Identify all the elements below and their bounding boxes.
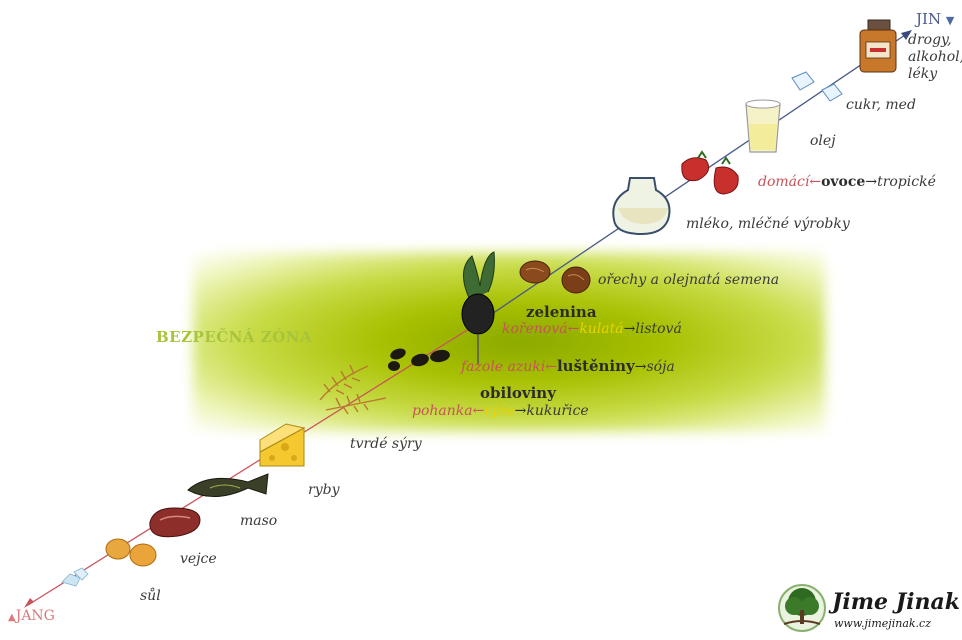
veg-root: kořenová <box>502 321 568 337</box>
grain-icon <box>319 364 387 415</box>
jime-jinak-logo <box>778 584 826 632</box>
jin-triangle-icon: ▼ <box>945 14 955 27</box>
legumes-main: luštěniny <box>556 357 635 375</box>
dairy-label: mléko, mléčné výrobky <box>686 216 850 232</box>
strawberry-icon <box>681 150 739 195</box>
yang-arrowhead <box>24 598 34 608</box>
veg-leafy: listová <box>635 321 682 337</box>
logo-url[interactable]: www.jimejinak.cz <box>834 617 931 630</box>
cheese-label: tvrdé sýry <box>350 436 422 452</box>
veg-arrow-left: ← <box>567 321 580 337</box>
jang-label-text: JANG <box>15 608 55 624</box>
legumes-azuki: fazole azuki <box>461 359 546 375</box>
salt-label: sůl <box>140 588 161 604</box>
vegetables-title: zelenina <box>526 303 597 321</box>
salt-icon <box>61 567 89 587</box>
vegetables-label: kořenová←kulatá→listová <box>502 321 682 337</box>
milk-icon <box>612 177 671 236</box>
fruit-arrow-right: → <box>865 174 878 190</box>
fruit-domestic: domácí <box>758 174 810 190</box>
cheese-icon <box>259 423 306 467</box>
grains-title: obiloviny <box>480 384 556 402</box>
grains-arrow-right: → <box>514 403 527 419</box>
jin-axis-label: JIN ▼ <box>916 10 954 28</box>
safe-zone-band <box>193 252 825 432</box>
meat-icon <box>149 507 201 538</box>
grains-corn: kukuřice <box>526 403 589 419</box>
jang-axis-label: ▲JANG <box>8 608 55 624</box>
safe-zone-title: BEZPEČNÁ ZÓNA <box>156 328 313 346</box>
jin-label-text: JIN <box>916 10 942 28</box>
fruit-arrow-left: ← <box>809 174 822 190</box>
legumes-arrow-left: ← <box>545 359 557 375</box>
beans-icon <box>388 348 450 371</box>
eggs-label: vejce <box>180 551 217 567</box>
jang-triangle-icon: ▲ <box>8 612 16 623</box>
fish-icon <box>187 473 269 498</box>
sugar-label: cukr, med <box>846 97 916 113</box>
veg-round: kulatá <box>579 321 624 337</box>
yang-axis-line <box>27 321 481 606</box>
legumes-label: fazole azuki←luštěniny→sója <box>461 357 675 375</box>
fish-label: ryby <box>308 482 340 498</box>
logo-name: Jime Jinak <box>832 589 960 615</box>
vegetable-icon <box>461 251 495 364</box>
drugs-line-2: alkohol, <box>908 49 962 65</box>
fruit-label: domácí←ovoce→tropické <box>758 174 936 190</box>
drugs-jar-icon <box>859 19 897 73</box>
drugs-label: drogy, alkohol, léky <box>908 32 962 83</box>
nuts-label: ořechy a olejnatá semena <box>598 272 780 288</box>
sugar-icon <box>791 71 843 102</box>
nuts-icon <box>519 260 591 294</box>
grains-arrow-left: ← <box>472 403 485 419</box>
oil-icon <box>745 99 781 153</box>
fruit-main: ovoce <box>821 174 866 190</box>
grains-label: pohanka←rýže→kukuřice <box>412 403 589 419</box>
drugs-line-3: léky <box>908 66 938 82</box>
fruit-tropical: tropické <box>877 174 936 190</box>
grains-rice: rýže <box>484 403 515 419</box>
veg-arrow-right: → <box>623 321 636 337</box>
drugs-line-1: drogy, <box>908 32 952 48</box>
grains-buckwheat: pohanka <box>412 403 473 419</box>
oil-label: olej <box>810 133 836 149</box>
yin-arrowhead <box>901 30 912 40</box>
legumes-soy: sója <box>646 359 675 375</box>
legumes-arrow-right: → <box>634 359 647 375</box>
meat-label: maso <box>240 513 278 529</box>
eggs-icon <box>105 538 157 567</box>
